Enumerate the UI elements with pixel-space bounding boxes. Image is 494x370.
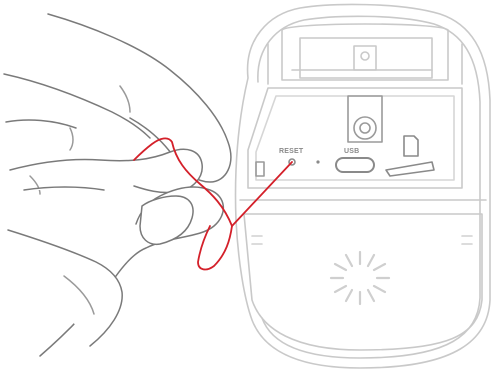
reset-label: RESET: [279, 148, 304, 155]
middle-finger: [10, 149, 202, 192]
hand-icon: [4, 14, 231, 356]
speaker-icon: [331, 252, 389, 304]
usb-port-icon: [336, 158, 374, 172]
device-inner-shell: [258, 16, 480, 358]
device-mount-top: [300, 38, 432, 78]
camera-button: [354, 117, 376, 139]
usb-label: USB: [344, 148, 359, 155]
battery-cover: [244, 214, 482, 350]
sd-card-icon: [386, 136, 434, 176]
camera-device-icon: [236, 4, 491, 368]
indicator-light: [316, 160, 319, 163]
